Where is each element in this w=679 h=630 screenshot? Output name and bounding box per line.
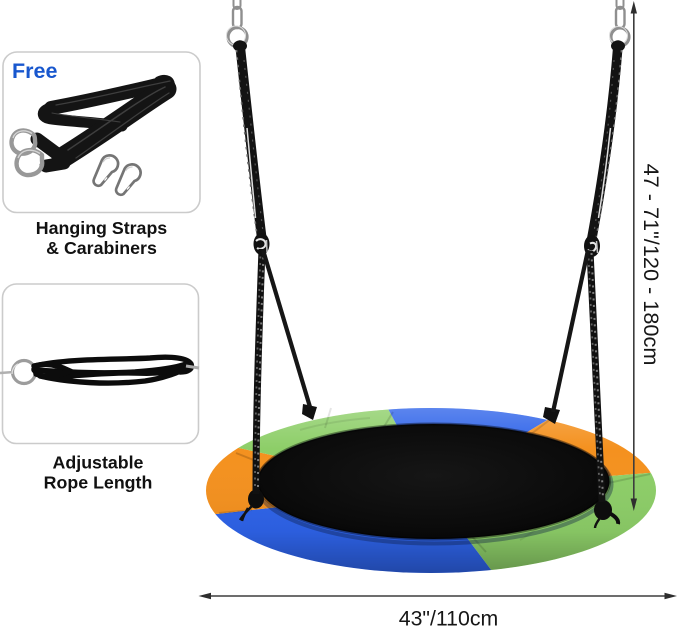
svg-text:43"/110cm: 43"/110cm [399,607,499,630]
svg-text:47 - 71"/120 - 180cm: 47 - 71"/120 - 180cm [639,164,664,366]
svg-text:Adjustable: Adjustable [53,452,144,472]
svg-text:& Carabiners: & Carabiners [46,238,157,258]
svg-text:Free: Free [12,59,57,83]
svg-text:Hanging Straps: Hanging Straps [36,218,168,238]
svg-text:Rope Length: Rope Length [44,473,153,493]
